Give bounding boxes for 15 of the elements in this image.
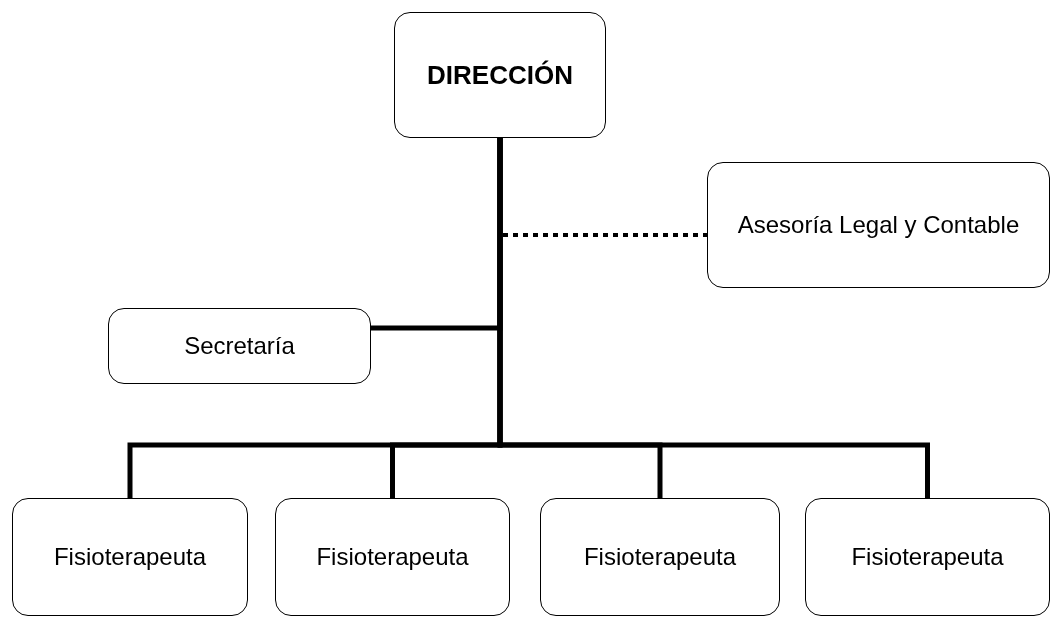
org-box [108, 308, 371, 384]
org-box [540, 498, 780, 616]
org-box [275, 498, 510, 616]
box-label: Asesoría Legal y Contable [737, 210, 1020, 240]
box-label: Secretaría [184, 331, 295, 361]
org-box [394, 12, 606, 138]
org-box [707, 162, 1050, 288]
box-label: Fisioterapeuta [583, 542, 737, 572]
box-label: Fisioterapeuta [316, 542, 469, 572]
connector-line [497, 138, 930, 498]
box-heading: DIRECCIÓN [427, 58, 573, 92]
box-label: Fisioterapeuta [53, 542, 207, 572]
box-label: Fisioterapeuta [851, 542, 1004, 572]
org-box [12, 498, 248, 616]
org-box [805, 498, 1050, 616]
